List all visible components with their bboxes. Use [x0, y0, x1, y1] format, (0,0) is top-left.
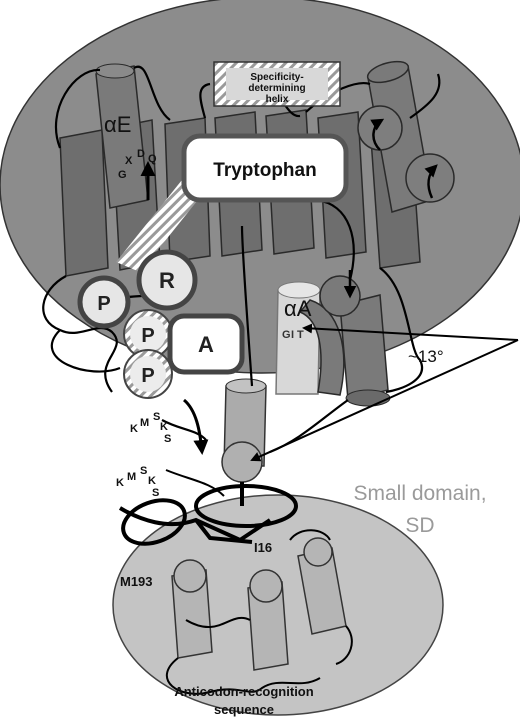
- specificity-label-line3: helix: [266, 94, 289, 105]
- gdqx-x: X: [125, 155, 133, 167]
- connecting-helix: [222, 379, 266, 482]
- gdqx-g: G: [118, 169, 127, 181]
- pocket-p1-label: P: [97, 293, 110, 315]
- alpha-e-label: αE: [104, 112, 131, 137]
- pocket-p2-label: P: [141, 325, 154, 347]
- gdqx-d: D: [137, 148, 145, 160]
- kmsks-upper-s2: S: [164, 433, 171, 445]
- kmsks-lower-s1: S: [140, 465, 147, 477]
- kmsks-lower-k: K: [116, 477, 124, 489]
- kmsks-upper-k: K: [130, 423, 138, 435]
- kmsks-lower-m: M: [127, 471, 136, 483]
- tryptophan-label: Tryptophan: [213, 160, 316, 181]
- alpha-a-residue-g: G: [282, 329, 291, 341]
- domain-title: RF-αA: [6, 16, 70, 41]
- kmsks-lower-s2: S: [152, 487, 159, 499]
- pocket-a-label: A: [198, 332, 214, 357]
- specificity-label-line2: determining: [248, 83, 305, 94]
- specificity-label-line1: Specificity-: [250, 72, 303, 83]
- alpha-a-residue-i: I: [291, 329, 294, 341]
- alpha-a-residue-t: T: [297, 329, 304, 341]
- angle-label: ~13°: [408, 347, 444, 366]
- gdqx-q: Q: [148, 153, 157, 165]
- kmsks-lower-k2: K: [148, 475, 156, 487]
- pocket-p3-label: P: [141, 365, 154, 387]
- anticodon-label-line2: sequence: [214, 702, 274, 717]
- m193-label: M193: [120, 574, 153, 589]
- small-domain-label-line2: SD: [405, 514, 434, 537]
- kmsks-upper-m: M: [140, 417, 149, 429]
- i16-label: I16: [254, 540, 272, 555]
- pocket-r-label: R: [159, 268, 175, 293]
- small-domain-label-line1: Small domain,: [353, 482, 486, 505]
- alpha-a-label: αA: [284, 296, 312, 321]
- kmsks-upper-k2: K: [160, 421, 168, 433]
- anticodon-label-line1: Anticodon-recognition: [174, 684, 313, 699]
